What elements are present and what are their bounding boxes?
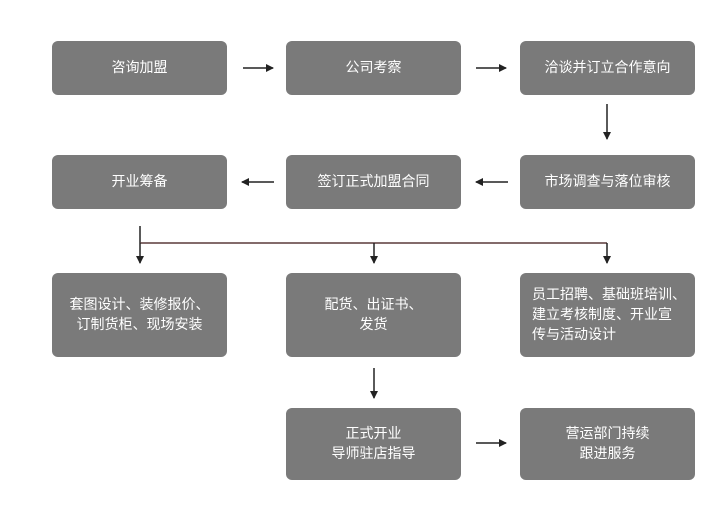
step-delivery: 配货、出证书、 发货 <box>286 273 461 357</box>
step-consult-label: 咨询加盟 <box>111 60 168 76</box>
step-contract: 签订正式加盟合同 <box>286 155 461 209</box>
step-design-line-2: 订制货柜、现场安装 <box>76 317 203 333</box>
step-inspect-label: 公司考察 <box>345 60 402 76</box>
step-prepare: 开业筹备 <box>52 155 227 209</box>
step-followup: 营运部门持续 跟进服务 <box>520 408 695 480</box>
step-opening-line-1: 正式开业 <box>345 426 402 442</box>
step-survey: 市场调查与落位审核 <box>520 155 695 209</box>
step-prepare-label: 开业筹备 <box>111 174 168 190</box>
step-opening: 正式开业 导师驻店指导 <box>286 408 461 480</box>
step-negotiate-label: 洽谈并订立合作意向 <box>544 60 671 76</box>
step-training-line-1: 员工招聘、基础班培训、 <box>532 287 686 303</box>
step-followup-line-2: 跟进服务 <box>579 446 636 462</box>
step-inspect: 公司考察 <box>286 41 461 95</box>
step-contract-label: 签订正式加盟合同 <box>317 174 430 190</box>
step-training-line-2: 建立考核制度、开业宣 <box>532 307 672 323</box>
step-training-line-3: 传与活动设计 <box>532 327 616 343</box>
step-negotiate: 洽谈并订立合作意向 <box>520 41 695 95</box>
step-consult: 咨询加盟 <box>52 41 227 95</box>
step-design-line-1: 套图设计、装修报价、 <box>69 297 210 313</box>
step-design: 套图设计、装修报价、 订制货柜、现场安装 <box>52 273 227 357</box>
step-opening-line-2: 导师驻店指导 <box>331 446 416 462</box>
step-training: 员工招聘、基础班培训、 建立考核制度、开业宣 传与活动设计 <box>520 273 695 357</box>
step-survey-label: 市场调查与落位审核 <box>544 174 671 190</box>
step-followup-line-1: 营运部门持续 <box>565 426 650 442</box>
step-delivery-line-1: 配货、出证书、 <box>324 297 423 313</box>
step-delivery-line-2: 发货 <box>359 317 388 333</box>
